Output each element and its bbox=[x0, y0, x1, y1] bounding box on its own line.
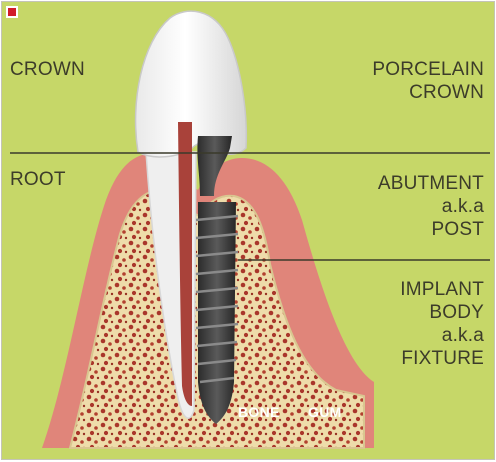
implant-body bbox=[196, 202, 238, 424]
label-abutment: ABUTMENT a.k.a POST bbox=[378, 172, 484, 241]
tag-gum: GUM bbox=[308, 404, 342, 420]
tag-bone: BONE bbox=[238, 404, 280, 420]
label-crown: CROWN bbox=[10, 58, 85, 81]
label-porcelain-crown: PORCELAIN CROWN bbox=[372, 58, 484, 104]
label-root: ROOT bbox=[10, 168, 66, 191]
label-implant-body: IMPLANT BODY a.k.a FIXTURE bbox=[400, 278, 484, 370]
